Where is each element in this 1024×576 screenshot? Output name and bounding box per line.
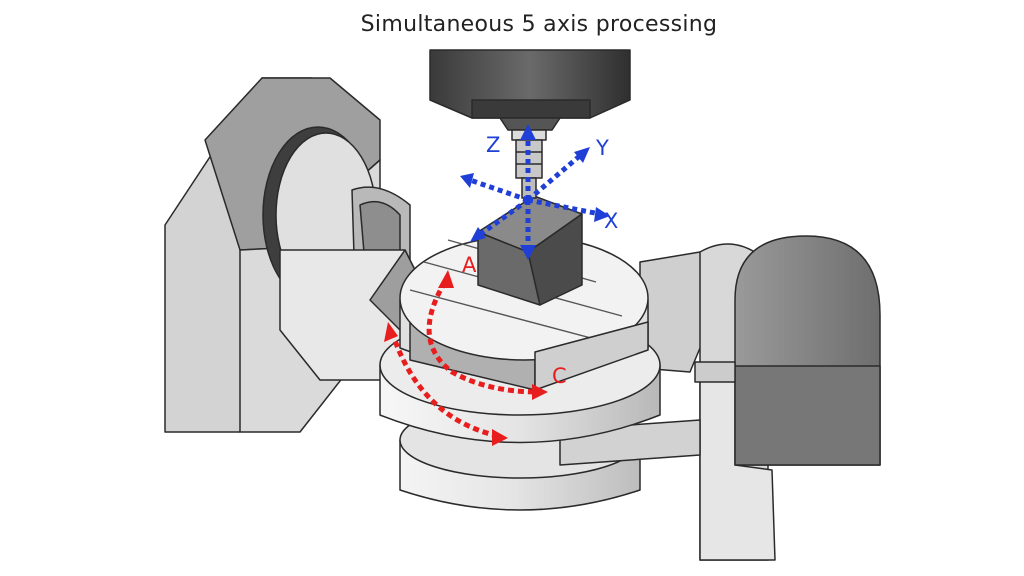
linear-arrowheads: [460, 124, 610, 260]
y-axis-arrow-back: [476, 197, 530, 239]
workpiece-cube: [477, 195, 583, 306]
x-axis-arrow-back: [469, 177, 529, 203]
c-axis-label: C: [552, 364, 567, 388]
a-axis-arc: [426, 280, 539, 395]
rotary-table: [399, 235, 649, 391]
x-axis-label: X: [604, 209, 618, 233]
c-axis-arc: [389, 331, 499, 439]
diagram-title: Simultaneous 5 axis processing: [360, 12, 718, 37]
spindle-head: [429, 49, 631, 199]
y-axis-label: Y: [595, 136, 609, 160]
linear-axes: [469, 135, 601, 252]
rotary-axes: [389, 280, 539, 439]
z-axis-label: Z: [486, 133, 500, 157]
right-support: [639, 235, 881, 561]
a-axis-label: A: [462, 253, 477, 277]
y-axis-arrow: [526, 152, 584, 202]
x-axis-arrow: [527, 197, 601, 217]
rotary-arrowheads: [384, 270, 548, 446]
